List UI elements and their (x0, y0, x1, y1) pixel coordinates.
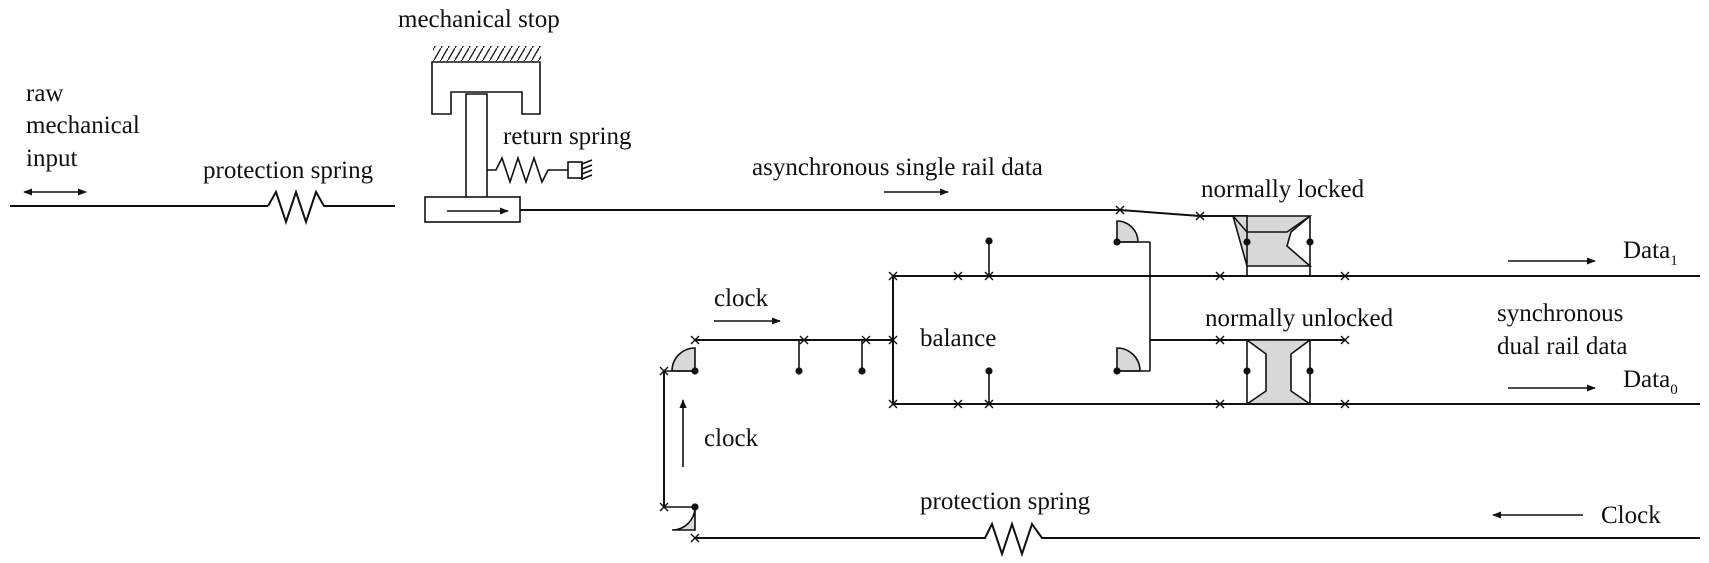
sync-data-line-1: synchronous (1497, 300, 1623, 327)
data1-label: Data1 (1623, 237, 1678, 269)
joint-marker (984, 271, 994, 281)
joint-marker (1215, 335, 1225, 345)
raw-input-line-2: mechanical (26, 112, 140, 139)
joint-marker (888, 399, 898, 409)
joint-marker (1340, 399, 1350, 409)
clock-lower-coupler (671, 506, 696, 531)
data0-post-knob (985, 367, 993, 375)
joint-marker (1115, 205, 1125, 215)
joint-marker (984, 399, 994, 409)
mechanical-stop-bracket (431, 61, 541, 115)
joint-marker (1195, 211, 1205, 221)
balance-label: balance (920, 325, 996, 352)
spring-anchor (567, 161, 583, 179)
joint-marker (1215, 271, 1225, 281)
raw-input-line-1: raw (26, 80, 63, 107)
clock-upper-coupler (671, 347, 696, 372)
joint-marker (1215, 399, 1225, 409)
async-data-label: asynchronous single rail data (752, 154, 1043, 181)
nu-pivot-left (1243, 367, 1251, 375)
joint-marker (659, 366, 669, 376)
protection-spring-bottom-label: protection spring (920, 488, 1091, 515)
nl-pivot-left (1243, 238, 1251, 246)
normally-locked-gate-top-links (1232, 215, 1311, 233)
protection-spring-top (267, 188, 395, 226)
sync-data-line-2: dual rail data (1497, 333, 1628, 360)
joint-marker (953, 271, 963, 281)
joint-marker (861, 335, 871, 345)
joint-markers (659, 205, 1350, 543)
unlocked-coupler (1116, 347, 1141, 372)
return-spring-label: return spring (503, 123, 632, 150)
anchor-hatch-1 (581, 159, 593, 165)
clock-horizontal-label: clock (714, 285, 769, 312)
raw-input-line-3: input (26, 145, 77, 172)
anchor-hatch-4 (581, 174, 593, 180)
joint-marker (888, 271, 898, 281)
data0-label: Data0 (1623, 366, 1678, 398)
stop-hatching (433, 46, 541, 61)
normally-unlocked-label: normally unlocked (1205, 305, 1394, 332)
nu-pivot-right (1306, 367, 1314, 375)
t-slider-stem (465, 93, 488, 197)
joint-marker (888, 335, 898, 345)
return-spring (487, 155, 568, 185)
joint-marker (799, 335, 809, 345)
protection-spring-top-label: protection spring (203, 157, 374, 184)
slider-block (424, 196, 521, 223)
joint-marker (953, 399, 963, 409)
anchor-hatch-2 (581, 164, 593, 170)
normally-unlocked-gate (1244, 339, 1313, 405)
mechanical-stop-label: mechanical stop (398, 6, 560, 33)
joint-marker (1340, 335, 1350, 345)
anchor-hatch-3 (581, 169, 593, 175)
clock-input-rod-with-spring (695, 520, 1700, 558)
async-data-rod-bend (1119, 209, 1201, 217)
nl-pivot-right (1306, 238, 1314, 246)
joint-marker (659, 502, 669, 512)
joint-marker (690, 533, 700, 543)
async-coupler (1116, 220, 1139, 243)
joint-marker (690, 335, 700, 345)
clock-post-2-knob (858, 367, 866, 375)
clock-vertical-label: clock (704, 425, 759, 452)
clock-input-label: Clock (1601, 502, 1661, 529)
normally-locked-label: normally locked (1201, 176, 1365, 203)
joint-marker (1340, 271, 1350, 281)
data1-post-knob (985, 237, 993, 245)
clock-post-1-knob (795, 367, 803, 375)
